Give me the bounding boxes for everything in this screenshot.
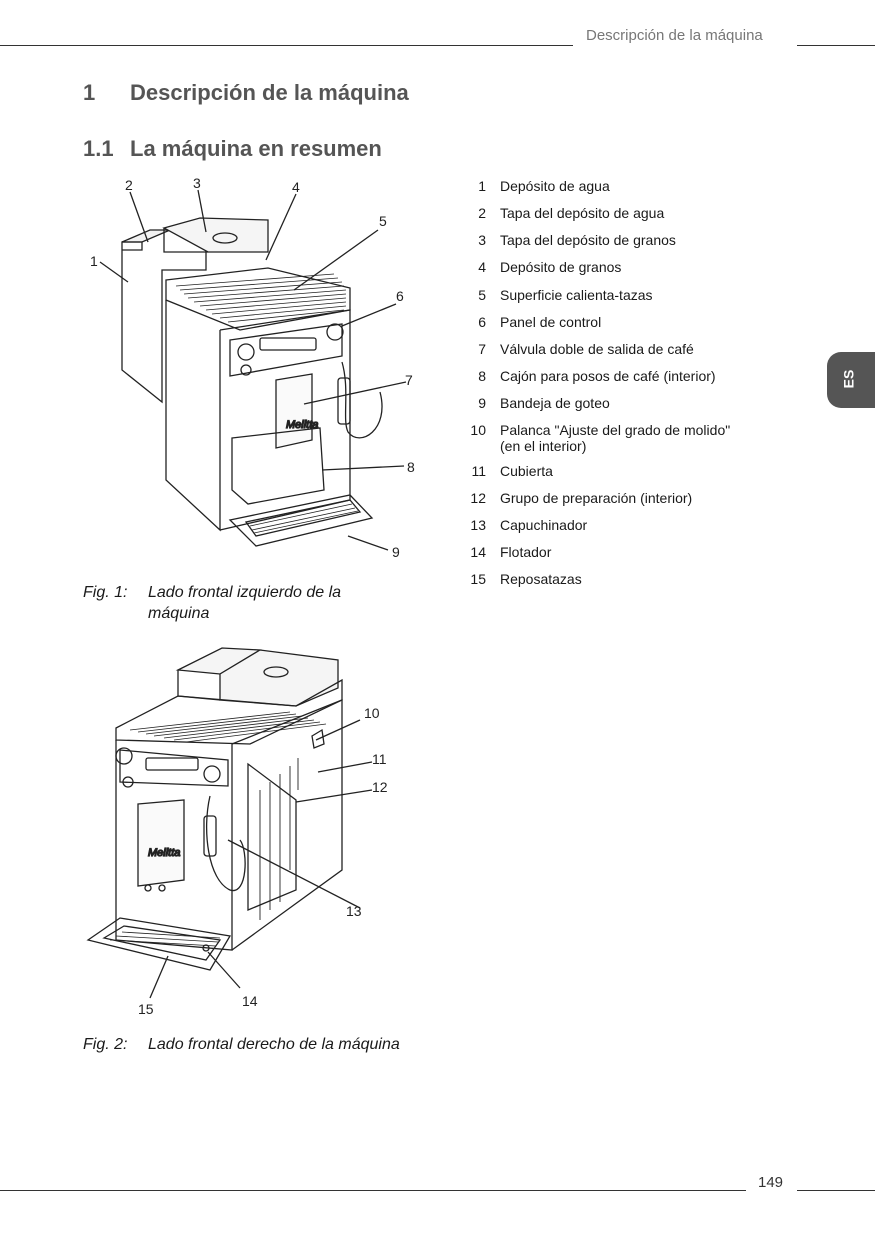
brand-logo-fig2: Melitta — [148, 847, 180, 859]
fig2-callout-10: 10 — [364, 705, 380, 721]
legend-label: Depósito de agua — [500, 178, 610, 194]
page-number: 149 — [758, 1174, 784, 1191]
legend-number: 7 — [478, 341, 486, 357]
footer-rule-right — [797, 1190, 875, 1191]
fig1-callout-2: 2 — [125, 177, 133, 193]
legend-label: Válvula doble de salida de café — [500, 341, 694, 357]
legend-label: Palanca "Ajuste del grado de molido" — [500, 422, 731, 438]
fig1-callout-4: 4 — [292, 179, 300, 195]
legend-number: 9 — [478, 395, 486, 411]
figure-1-caption: Fig. 1: Lado frontal izquierdo de la máq… — [83, 582, 383, 626]
fig1-callout-6: 6 — [396, 288, 404, 304]
legend-number: 6 — [478, 314, 486, 330]
legend-label: Flotador — [500, 544, 552, 560]
heading2-number: 1.1 — [83, 136, 114, 161]
legend-label: Depósito de granos — [500, 259, 622, 275]
legend-number: 4 — [478, 259, 486, 275]
figure-1-illustration: Melitta 1 2 3 4 5 6 7 8 9 — [90, 175, 415, 560]
legend-label: Grupo de preparación (interior) — [500, 490, 693, 506]
legend-label: Reposatazas — [500, 571, 582, 587]
fig1-callout-3: 3 — [193, 175, 201, 191]
legend-label: Tapa del depósito de agua — [500, 205, 665, 221]
fig2-callout-14: 14 — [242, 993, 258, 1009]
legend-item: 10 Palanca "Ajuste del grado de molido" … — [460, 422, 760, 454]
legend-number: 5 — [478, 287, 486, 303]
figure-2-caption: Fig. 2: Lado frontal derecho de la máqui… — [83, 1034, 443, 1058]
figure-2-caption-text: Lado frontal derecho de la máquina — [148, 1036, 400, 1053]
language-tab-label: ES — [840, 369, 857, 389]
heading1-number: 1 — [83, 80, 96, 105]
legend-label: Tapa del depósito de granos — [500, 232, 676, 248]
legend-number: 1 — [478, 178, 486, 194]
figure-2-illustration: Melitta 10 11 12 13 14 15 — [86, 647, 388, 1017]
fig1-callout-7: 7 — [405, 372, 413, 388]
fig1-callout-5: 5 — [379, 213, 387, 229]
figure-2-label: Fig. 2: — [83, 1036, 128, 1053]
figure-1-caption-text: Lado frontal izquierdo de la máquina — [148, 584, 342, 622]
fig2-callout-11: 11 — [372, 751, 387, 767]
legend-number: 2 — [478, 205, 486, 221]
heading2-title: La máquina en resumen — [130, 136, 382, 161]
footer-rule-left — [0, 1190, 746, 1191]
header-rule-left — [0, 45, 573, 46]
language-tab: ES — [827, 352, 875, 408]
legend-label-continued: (en el interior) — [500, 438, 587, 454]
header-rule-right — [797, 45, 875, 46]
legend-number: 8 — [478, 368, 486, 384]
fig2-callout-15: 15 — [138, 1001, 154, 1017]
fig1-callout-8: 8 — [407, 459, 415, 475]
legend-label: Bandeja de goteo — [500, 395, 610, 411]
legend-number: 12 — [470, 490, 486, 506]
figure-1-label: Fig. 1: — [83, 584, 128, 601]
legend-label: Panel de control — [500, 314, 602, 330]
legend-number: 3 — [478, 232, 486, 248]
brand-logo-fig1: Melitta — [286, 419, 318, 431]
legend-label: Cubierta — [500, 463, 553, 479]
legend-number: 11 — [471, 463, 486, 479]
running-header: Descripción de la máquina — [586, 27, 763, 44]
legend-number: 10 — [470, 422, 486, 438]
fig1-callout-9: 9 — [392, 544, 400, 560]
legend-number: 14 — [470, 544, 486, 560]
fig2-callout-13: 13 — [346, 903, 362, 919]
legend-label: Cajón para posos de café (interior) — [500, 368, 716, 384]
fig2-callout-12: 12 — [372, 779, 388, 795]
heading1-title: Descripción de la máquina — [130, 80, 409, 105]
fig1-callout-1: 1 — [90, 253, 98, 269]
legend-label: Capuchinador — [500, 517, 588, 533]
legend-number: 15 — [470, 571, 486, 587]
legend-label: Superficie calienta-tazas — [500, 287, 653, 303]
legend-number: 13 — [470, 517, 486, 533]
